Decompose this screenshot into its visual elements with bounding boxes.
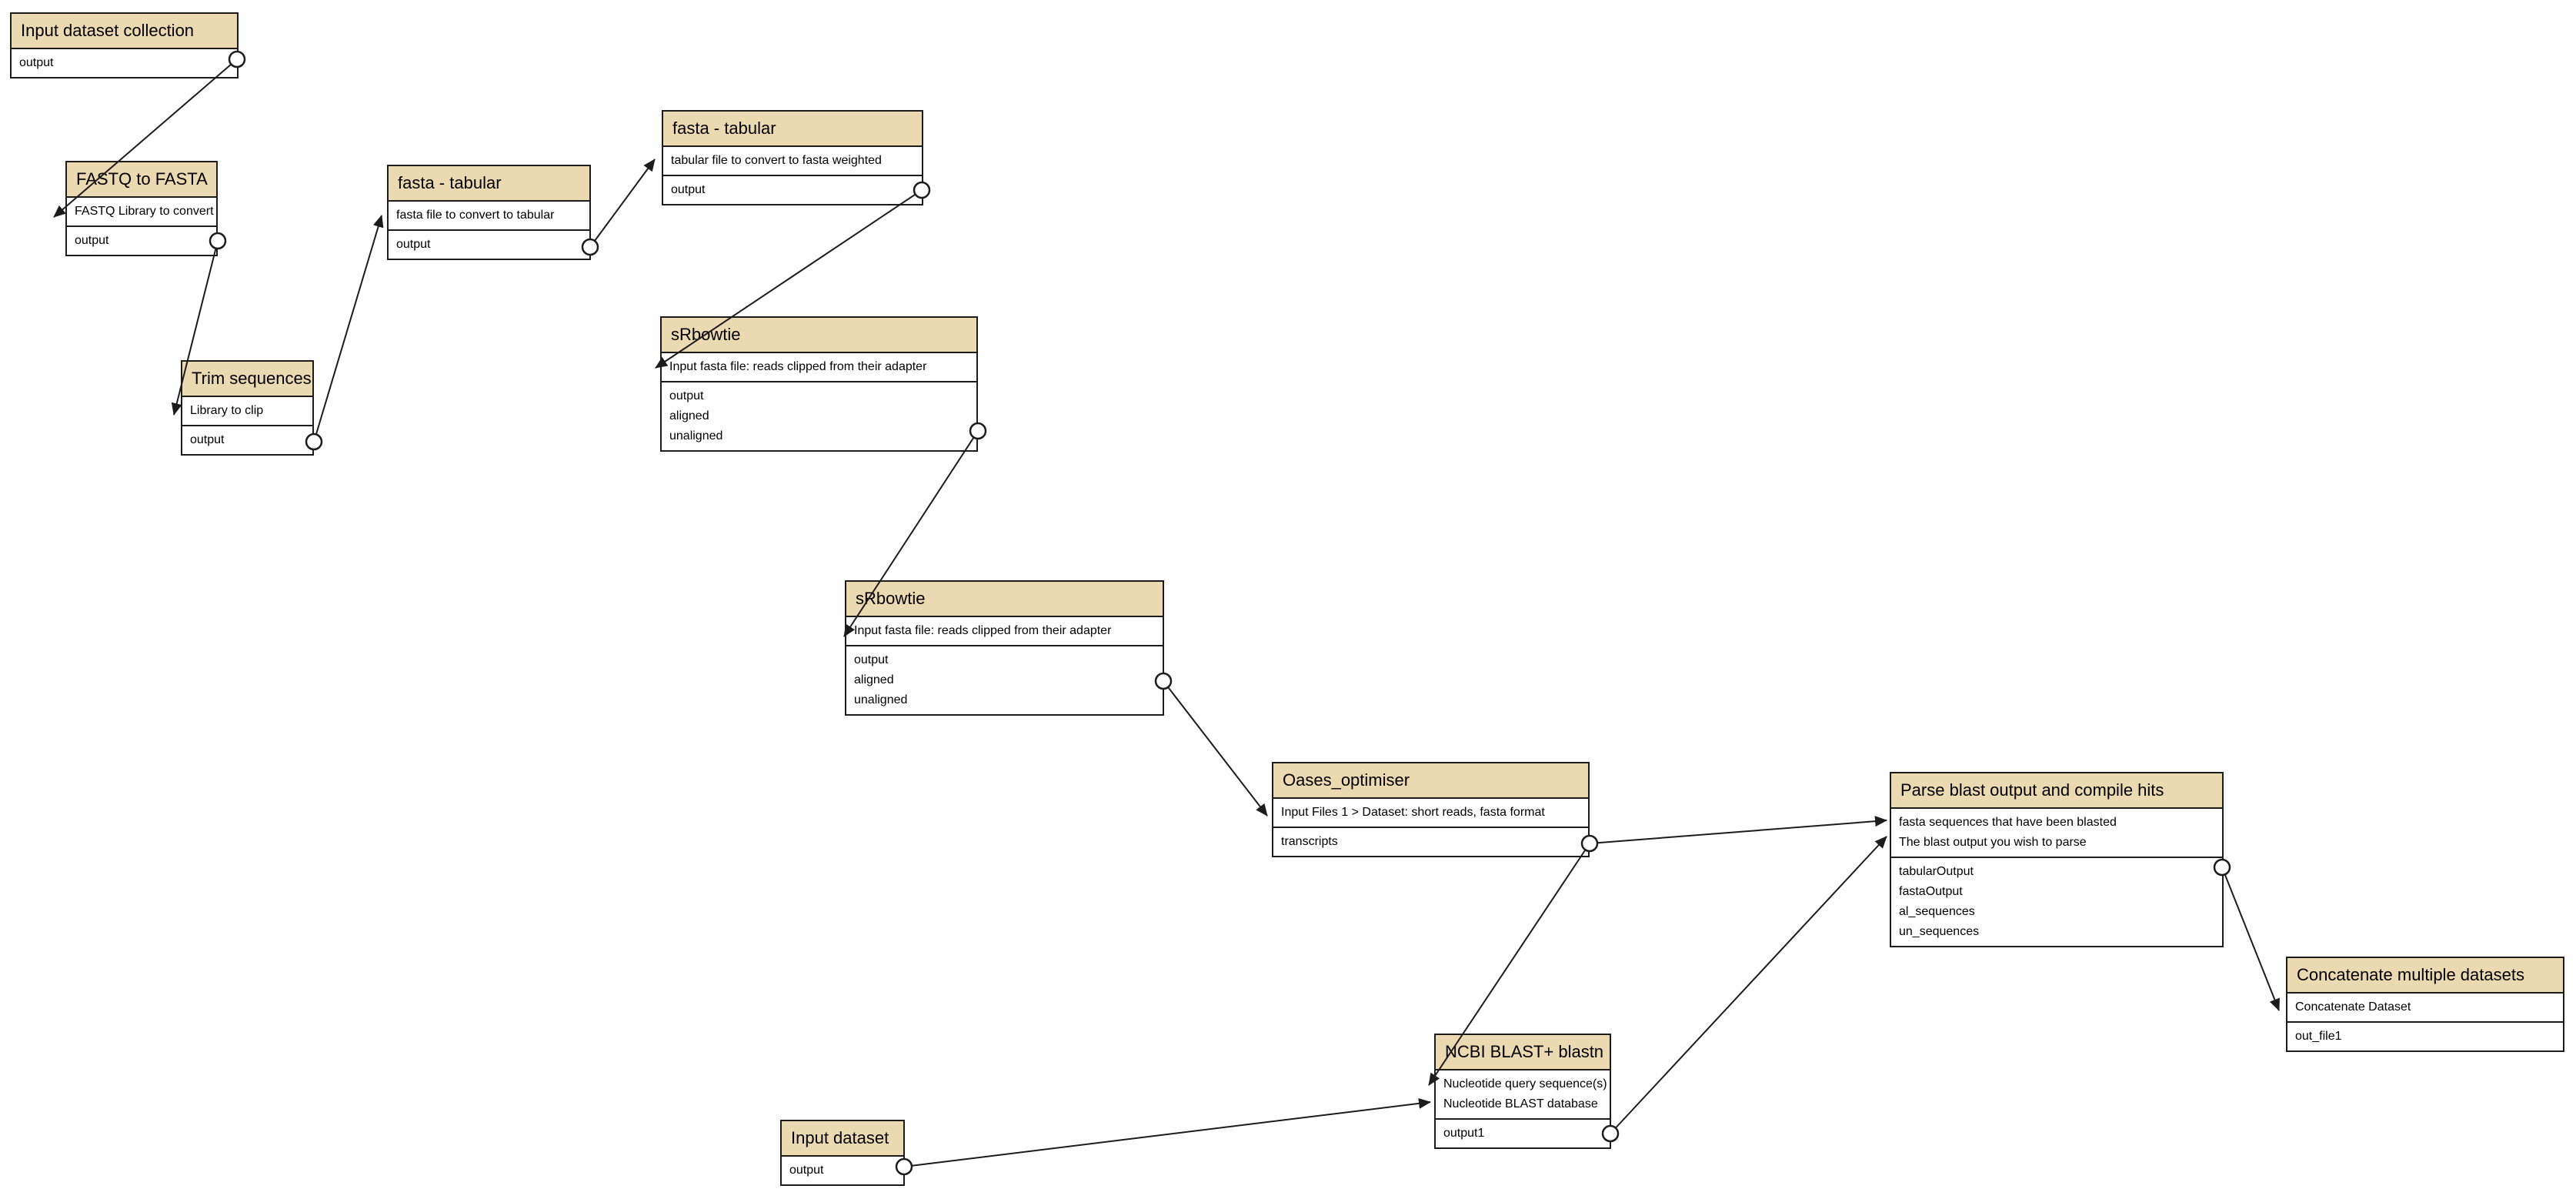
connection-srbowtie2-to-oases bbox=[1163, 680, 1268, 817]
output-label: output bbox=[19, 56, 54, 69]
output-terminal-inputdataset-output[interactable] bbox=[895, 1157, 913, 1176]
node-title[interactable]: Input dataset collection bbox=[12, 14, 237, 49]
input-label: tabular file to convert to fasta weighte… bbox=[671, 154, 882, 167]
output-label: output bbox=[671, 183, 706, 196]
output-terminal-oases-transcripts[interactable] bbox=[1580, 834, 1599, 853]
output-label: al_sequences bbox=[1899, 905, 1975, 918]
output-label: out_file1 bbox=[2295, 1030, 2342, 1043]
output-label: un_sequences bbox=[1899, 925, 1980, 938]
node-concatenate-datasets[interactable]: Concatenate multiple datasets Concatenat… bbox=[2286, 957, 2564, 1052]
node-srbowtie-2[interactable]: sRbowtie Input fasta file: reads clipped… bbox=[845, 580, 1164, 716]
input-label: Nucleotide BLAST database bbox=[1443, 1097, 1598, 1110]
output-label: aligned bbox=[669, 409, 709, 422]
input-label: Input fasta file: reads clipped from the… bbox=[669, 360, 927, 373]
output-label: output bbox=[75, 234, 109, 247]
node-title[interactable]: Concatenate multiple datasets bbox=[2287, 958, 2563, 994]
node-oases-optimiser[interactable]: Oases_optimiser Input Files 1 > Dataset:… bbox=[1272, 762, 1590, 857]
connection-parseblast-to-concatenate bbox=[2221, 867, 2280, 1011]
node-input-dataset[interactable]: Input dataset output bbox=[780, 1120, 905, 1186]
output-label: unaligned bbox=[669, 429, 723, 443]
input-label: Input Files 1 > Dataset: short reads, fa… bbox=[1281, 806, 1545, 819]
input-label: Concatenate Dataset bbox=[2295, 1000, 2411, 1014]
output-terminal-fastqtofasta-output[interactable] bbox=[209, 232, 227, 250]
node-fasta-tabular-2[interactable]: fasta - tabular tabular file to convert … bbox=[662, 110, 923, 205]
output-terminal-fastatabular2-output[interactable] bbox=[913, 181, 931, 199]
output-label: unaligned bbox=[854, 693, 908, 706]
node-title[interactable]: fasta - tabular bbox=[389, 166, 589, 202]
node-title[interactable]: fasta - tabular bbox=[663, 112, 922, 147]
connection-inputdataset-to-ncbiblast bbox=[903, 1097, 1431, 1167]
connection-fastatabular1-to-fastatabular2 bbox=[589, 159, 656, 248]
output-label: output bbox=[190, 433, 225, 446]
node-trim-sequences[interactable]: Trim sequences Library to clip output bbox=[181, 360, 314, 456]
node-title[interactable]: Parse blast output and compile hits bbox=[1891, 773, 2222, 809]
output-terminal-inputcollection-output[interactable] bbox=[228, 50, 246, 68]
output-label: output bbox=[396, 238, 431, 251]
connection-oases-to-parseblast bbox=[1589, 816, 1887, 844]
node-title[interactable]: sRbowtie bbox=[846, 582, 1163, 617]
output-terminal-srbowtie1-unaligned[interactable] bbox=[969, 422, 987, 440]
output-label: transcripts bbox=[1281, 835, 1338, 848]
output-label: output bbox=[854, 653, 889, 666]
node-fasta-tabular-1[interactable]: fasta - tabular fasta file to convert to… bbox=[387, 165, 591, 260]
node-title[interactable]: NCBI BLAST+ blastn bbox=[1436, 1035, 1610, 1070]
input-label: fasta file to convert to tabular bbox=[396, 209, 555, 222]
output-terminal-srbowtie2-aligned[interactable] bbox=[1154, 672, 1173, 690]
output-label: aligned bbox=[854, 673, 894, 686]
node-title[interactable]: FASTQ to FASTA bbox=[67, 162, 216, 198]
input-label: fasta sequences that have been blasted bbox=[1899, 816, 2117, 829]
connection-ncbiblast-to-parseblast bbox=[1610, 836, 1887, 1134]
output-label: output1 bbox=[1443, 1127, 1485, 1140]
output-terminal-fastatabular1-output[interactable] bbox=[581, 238, 599, 256]
node-fastq-to-fasta[interactable]: FASTQ to FASTA FASTQ Library to convert … bbox=[65, 161, 218, 256]
input-label: Library to clip bbox=[190, 404, 264, 417]
connection-trimsequences-to-fastatabular1 bbox=[313, 215, 384, 443]
output-terminal-parseblast-tabularoutput[interactable] bbox=[2213, 858, 2231, 877]
node-title[interactable]: Input dataset bbox=[782, 1121, 903, 1157]
node-parse-blast-output[interactable]: Parse blast output and compile hits fast… bbox=[1890, 772, 2224, 947]
output-label: tabularOutput bbox=[1899, 865, 1974, 878]
input-label: FASTQ Library to convert bbox=[75, 205, 214, 218]
node-ncbi-blast-blastn[interactable]: NCBI BLAST+ blastn Nucleotide query sequ… bbox=[1434, 1034, 1611, 1149]
node-srbowtie-1[interactable]: sRbowtie Input fasta file: reads clipped… bbox=[660, 316, 978, 452]
node-input-dataset-collection[interactable]: Input dataset collection output bbox=[10, 12, 239, 78]
input-label: Input fasta file: reads clipped from the… bbox=[854, 624, 1112, 637]
input-label: The blast output you wish to parse bbox=[1899, 836, 2087, 849]
node-title[interactable]: Oases_optimiser bbox=[1273, 763, 1588, 799]
output-label: output bbox=[669, 389, 704, 402]
node-title[interactable]: sRbowtie bbox=[662, 318, 976, 353]
output-label: output bbox=[789, 1164, 824, 1177]
output-terminal-trimsequences-output[interactable] bbox=[305, 433, 323, 451]
input-label: Nucleotide query sequence(s) bbox=[1443, 1077, 1607, 1090]
output-label: fastaOutput bbox=[1899, 885, 1963, 898]
output-terminal-ncbiblast-output1[interactable] bbox=[1601, 1124, 1620, 1143]
node-title[interactable]: Trim sequences bbox=[182, 362, 312, 397]
